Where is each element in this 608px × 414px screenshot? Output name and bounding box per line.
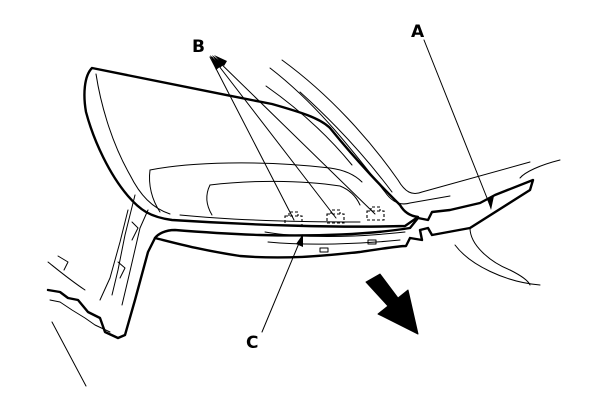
clip-2 <box>326 209 345 224</box>
clip-3 <box>366 206 385 221</box>
bumper-side-fascia <box>46 194 157 387</box>
leader-line-b-2 <box>211 56 337 219</box>
arrowhead-b-3 <box>214 55 227 66</box>
leader-lines <box>209 39 492 333</box>
clip-1 <box>284 211 303 226</box>
leader-line-b-3 <box>213 56 376 215</box>
leader-arrowheads <box>210 55 494 247</box>
leader-line-a <box>423 39 492 209</box>
callout-label-a: A <box>411 22 425 42</box>
headlight-assembly <box>83 66 420 228</box>
arrowhead-a <box>487 196 494 210</box>
arrowhead-b-2 <box>212 55 224 68</box>
callout-label-c: C <box>246 333 258 353</box>
clip-group <box>284 206 385 226</box>
arrowhead-b-1 <box>210 55 221 70</box>
callout-label-b: B <box>192 37 205 57</box>
leader-line-c <box>261 235 303 333</box>
arrowhead-c <box>296 234 303 247</box>
bumper-upper-edge <box>153 159 561 286</box>
pull-direction-arrow <box>365 273 419 335</box>
leader-line-b-1 <box>209 56 295 221</box>
